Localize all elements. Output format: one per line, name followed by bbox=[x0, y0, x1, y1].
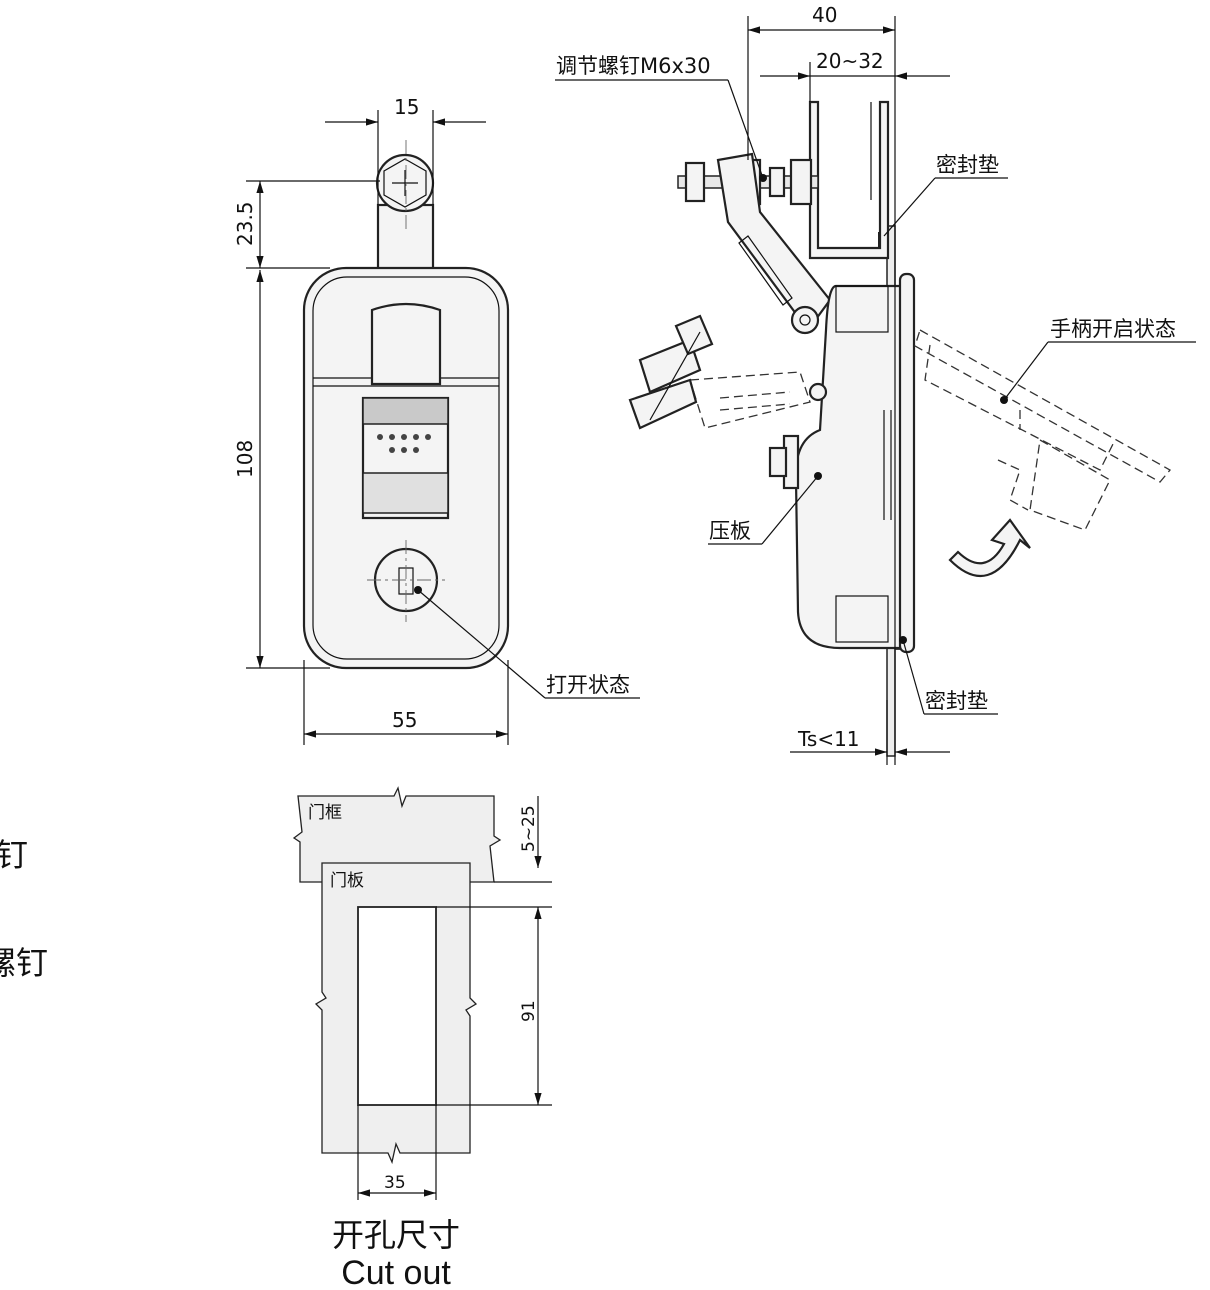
dim-body-height: 108 bbox=[233, 440, 257, 478]
label-open-state: 打开状态 bbox=[546, 673, 630, 697]
front-view: 打开状态 15 23.5 108 55 bbox=[233, 95, 640, 745]
side-view: 40 20~32 调节螺钉M6x30 密封垫 手柄开启状态 压板 密封垫 Ts< bbox=[555, 3, 1196, 765]
label-door-frame: 门框 bbox=[308, 803, 342, 823]
front-handle-top bbox=[370, 302, 442, 386]
dim-width: 35 bbox=[384, 1173, 406, 1193]
left-fragment-1: 钉 bbox=[0, 836, 28, 874]
dim-head-height: 23.5 bbox=[233, 201, 257, 246]
left-fragment-2: 螺钉 bbox=[0, 944, 48, 982]
front-body-inner bbox=[312, 276, 500, 660]
label-door-panel: 门板 bbox=[330, 871, 364, 891]
left-edge-fragments: 钉 螺钉 bbox=[0, 836, 48, 982]
dim-thickness: Ts<11 bbox=[797, 727, 860, 751]
dim-adjust-range: 20~32 bbox=[816, 49, 884, 73]
dim-offset: 5~25 bbox=[519, 805, 539, 852]
side-arm-ghost bbox=[628, 314, 828, 430]
label-seal-top: 密封垫 bbox=[936, 153, 999, 177]
cutout-title-cn: 开孔尺寸 bbox=[332, 1216, 460, 1254]
cutout-view: 门框 门板 5~25 91 35 开孔尺寸 Cut out bbox=[292, 786, 552, 1290]
front-tongue bbox=[376, 203, 435, 273]
side-flange bbox=[898, 272, 916, 654]
cutout-hole bbox=[357, 906, 437, 1106]
cutout-title-en: Cut out bbox=[341, 1254, 451, 1290]
dim-body-width: 55 bbox=[392, 708, 417, 732]
dim-overall: 40 bbox=[812, 3, 837, 27]
label-handle-open: 手柄开启状态 bbox=[1050, 317, 1176, 341]
cutout-door-frame bbox=[292, 786, 502, 883]
dim-top-width: 15 bbox=[394, 95, 419, 119]
front-bolt-hex bbox=[383, 158, 427, 208]
label-pressure-plate: 压板 bbox=[709, 519, 751, 543]
side-rotation-arrow-icon bbox=[948, 518, 1031, 577]
side-handle-open bbox=[914, 329, 1172, 531]
label-seal-bottom: 密封垫 bbox=[925, 689, 988, 713]
side-u-bracket bbox=[808, 100, 890, 260]
dim-height: 91 bbox=[519, 1000, 539, 1022]
label-adjust-screw: 调节螺钉M6x30 bbox=[556, 54, 711, 78]
front-trigger-dots bbox=[377, 434, 431, 453]
